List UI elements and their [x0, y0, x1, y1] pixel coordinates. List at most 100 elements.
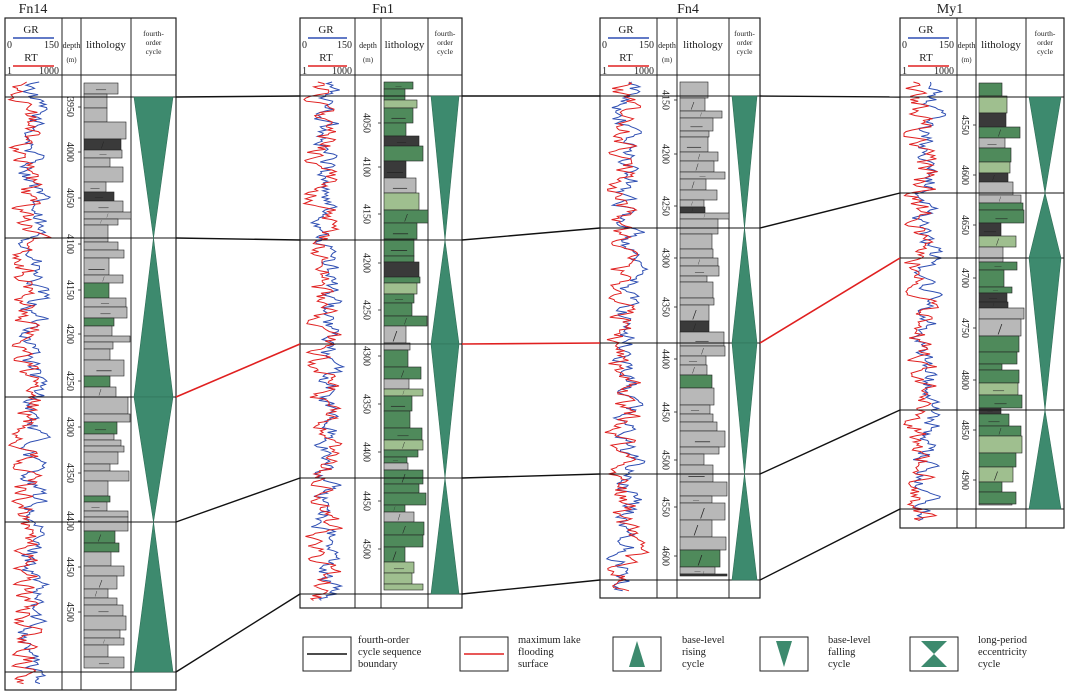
lithology-label: lithology [385, 39, 425, 51]
lithology-bed [978, 82, 1003, 97]
lithology-bed [83, 656, 125, 669]
lithology-symbol: — [690, 119, 704, 133]
depth-unit: (m) [662, 56, 673, 64]
depth-tick-label: 4150 [361, 204, 372, 224]
depth-tick-label: 4600 [660, 546, 671, 566]
lithology-symbol: / [394, 507, 396, 513]
lithology-symbol: — [988, 416, 1001, 428]
lithology-bed [83, 224, 109, 243]
boundary-correlation-line [175, 477, 301, 523]
gr-min: 0 [902, 40, 907, 51]
lithology-bed [978, 269, 1005, 288]
lithology-bed [679, 189, 718, 201]
lithology-bed [83, 325, 113, 337]
lithology-symbol: / [996, 238, 999, 249]
depth-tick-label: 4900 [959, 470, 970, 490]
lithology-symbol: — [688, 357, 698, 366]
lithology-bed [978, 369, 1020, 384]
lithology-symbol: — [987, 139, 998, 149]
well-name: Fn1 [372, 2, 394, 17]
lithology-bed [679, 218, 719, 235]
lithology-bed [978, 363, 1003, 371]
gr-log-curve [910, 81, 947, 521]
lithology-bed [383, 99, 418, 109]
falling-cycle-triangle [731, 95, 758, 229]
lithology-bed [978, 335, 1020, 353]
depth-label: depth [958, 41, 976, 50]
lithology-symbol: — [90, 183, 101, 193]
lithology-symbol: — [100, 299, 110, 308]
lithology-bed [383, 122, 407, 137]
depth-unit: (m) [363, 56, 374, 64]
lithology-symbol: / [691, 202, 693, 208]
lithology-bed [83, 241, 119, 251]
lithology-bed [978, 161, 1011, 174]
lithology-bed [978, 503, 1013, 506]
gr-min: 0 [7, 40, 12, 51]
lithology-symbol: — [390, 399, 406, 414]
gr-max: 150 [337, 40, 352, 51]
lithology-bed [83, 166, 124, 183]
depth-tick-label: 4300 [64, 417, 75, 437]
lithology-symbol: — [99, 151, 108, 159]
depth-label: depth [63, 41, 81, 50]
rt-min: 1 [902, 66, 907, 77]
lithology-bed [383, 349, 409, 368]
lithology-bed [83, 510, 129, 518]
gr-max: 150 [44, 40, 59, 51]
lithology-symbol: / [696, 163, 699, 174]
lithology-bed [83, 495, 111, 503]
rising-cycle-triangle [430, 239, 460, 345]
lithology-symbol: — [397, 430, 410, 442]
depth-tick-label: 4800 [959, 370, 970, 390]
lithology-bed [978, 481, 1003, 493]
lithology-bed [83, 348, 111, 361]
lithology-symbol: — [694, 569, 702, 575]
lithology-bed [83, 445, 125, 453]
lithology-symbol: — [392, 181, 408, 196]
lithology-symbol: / [692, 181, 695, 192]
lithology-bed [679, 275, 708, 283]
well-name: Fn4 [677, 2, 699, 17]
lithology-symbol: — [395, 84, 403, 90]
flooding-correlation-line [175, 343, 301, 398]
lithology-symbol: / [95, 590, 98, 599]
rising-cycle-triangle [1028, 409, 1062, 510]
boundary-correlation-line [461, 473, 601, 479]
lithology-bed [383, 534, 424, 548]
lithology-symbol: — [98, 659, 110, 670]
lithology-symbol: / [402, 523, 406, 537]
lithology-bed [978, 112, 1007, 128]
depth-tick-label: 4450 [64, 557, 75, 577]
flooding-correlation-line [759, 257, 901, 344]
depth-tick-label: 4200 [64, 324, 75, 344]
lithology-bed [383, 192, 420, 211]
rt-min: 1 [7, 66, 12, 77]
lithology-bed [83, 451, 119, 465]
lithology-bed [83, 375, 111, 388]
lithology-bed [679, 248, 714, 259]
lithology-symbol: — [390, 242, 408, 259]
well-frame [599, 17, 761, 599]
depth-tick-label: 4450 [660, 402, 671, 422]
lithology-bed [83, 463, 111, 472]
lithology-symbol: / [998, 129, 1001, 140]
depth-tick-label: 4650 [959, 215, 970, 235]
lithology-bed [83, 480, 109, 497]
lithology-bed [679, 281, 714, 299]
flooding-correlation-line [461, 342, 601, 345]
depth-tick-label: 4550 [660, 497, 671, 517]
lithology-bed [383, 282, 418, 295]
rt-max: 1000 [934, 66, 954, 77]
lithology-bed [978, 491, 1017, 505]
lithology-symbol: / [704, 215, 706, 220]
lithology-bed [83, 396, 129, 415]
lithology-bed [83, 470, 130, 482]
depth-tick-label: 4350 [64, 463, 75, 483]
depth-tick-label: 4500 [64, 602, 75, 622]
